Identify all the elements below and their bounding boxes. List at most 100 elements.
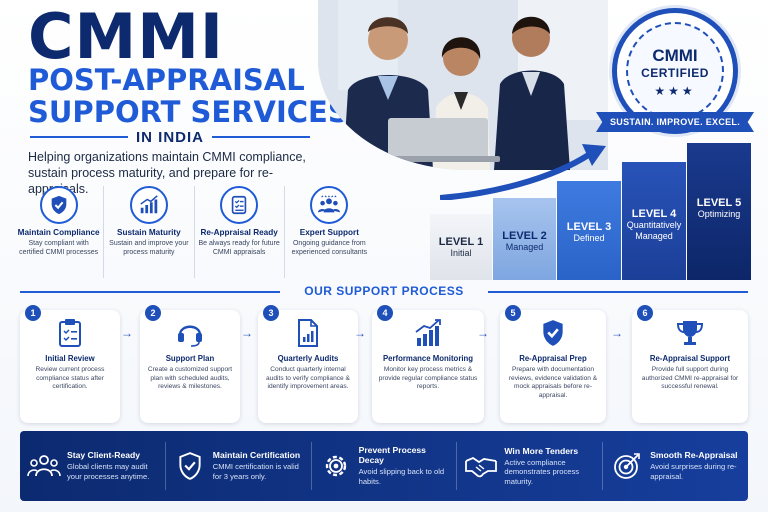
level-4-block: LEVEL 4 Quantitatively Managed (622, 162, 686, 280)
arrow-right-icon: → (354, 326, 366, 340)
gear-icon (318, 448, 354, 484)
checklist-icon (220, 186, 259, 224)
benefit-title: Stay Client-Ready (67, 450, 141, 461)
step-number: 6 (637, 305, 653, 321)
badge-title: CMMI (652, 46, 698, 65)
feature-title: Maintain Compliance (17, 228, 100, 237)
process-step-3: 3 Quarterly Audits Conduct quarterly int… (258, 305, 358, 423)
benefit-maintain-certification: Maintain Certification CMMI certificatio… (166, 442, 312, 490)
benefit-win-more-tenders: Win More Tenders Active compliance demon… (457, 442, 604, 490)
shield-check-icon (500, 316, 606, 350)
benefit-stay-client-ready: Stay Client-Ready Global clients may aud… (20, 442, 166, 490)
trophy-icon (632, 316, 748, 350)
step-desc: Monitor key process metrics & provide re… (378, 366, 478, 391)
process-step-6: 6 Re-Appraisal Support Provide full supp… (632, 305, 748, 423)
step-title: Re-Appraisal Support (649, 354, 731, 363)
step-desc: Review current process compliance status… (35, 366, 105, 391)
section-title: OUR SUPPORT PROCESS (304, 284, 464, 298)
headset-icon (140, 316, 240, 350)
arrow-right-icon: → (121, 326, 133, 340)
step-title: Support Plan (165, 354, 215, 363)
level-desc: Optimizing (697, 209, 741, 219)
page-subtitle-line2: SUPPORT SERVICES (28, 95, 349, 129)
process-step-5: 5 Re-Appraisal Prep Prepare with documen… (500, 305, 606, 423)
step-title: Initial Review (45, 354, 95, 363)
level-desc: Quantitatively Managed (626, 220, 682, 241)
benefit-desc: Global clients may audit your processes … (67, 462, 150, 481)
step-desc: Prepare with documentation reviews, evid… (508, 366, 598, 399)
level-name: LEVEL 4 (631, 208, 677, 220)
feature-title: Sustain Maturity (117, 228, 181, 237)
step-title: Quarterly Audits (277, 354, 339, 363)
feature-desc: Sustain and improve your process maturit… (109, 240, 189, 256)
level-5-block: LEVEL 5 Optimizing (687, 143, 751, 280)
level-desc: Defined (573, 233, 605, 243)
clipboard-icon (20, 316, 120, 350)
level-name: LEVEL 1 (438, 236, 484, 248)
step-number: 1 (25, 305, 41, 321)
benefit-title: Win More Tenders (504, 445, 579, 456)
shield-check-icon (39, 186, 78, 224)
process-step-1: 1 Initial Review Review current process … (20, 305, 120, 423)
step-desc: Create a customized support plan with sc… (147, 366, 233, 391)
level-2-block: LEVEL 2 Managed (493, 198, 556, 280)
benefit-title: Smooth Re-Appraisal (650, 450, 738, 461)
team-icon: ★★★★★ (310, 186, 349, 224)
document-chart-icon (258, 316, 358, 350)
process-step-4: 4 Performance Monitoring Monitor key pro… (372, 305, 484, 423)
page-title: CMMI (28, 0, 224, 73)
feature-desc: Ongoing guidance from experienced consul… (291, 240, 368, 256)
level-name: LEVEL 2 (502, 230, 547, 242)
step-title: Performance Monitoring (382, 354, 474, 363)
feature-maintain-compliance: Maintain Compliance Stay compliant with … (14, 186, 105, 278)
step-number: 4 (377, 305, 393, 321)
shield-icon (172, 448, 208, 484)
page-subtitle-line1: POST-APPRAISAL (28, 63, 305, 97)
step-desc: Conduct quarterly internal audits to ver… (266, 366, 350, 391)
feature-title: Re-Appraisal Ready (200, 228, 278, 237)
benefit-desc: Avoid surprises during re-appraisal. (650, 462, 737, 481)
benefit-desc: CMMI certification is valid for 3 years … (212, 462, 299, 481)
level-desc: Initial (450, 248, 472, 258)
divider-right (212, 136, 310, 138)
arrow-right-icon: → (611, 326, 623, 340)
level-name: LEVEL 5 (696, 197, 742, 209)
step-number: 2 (145, 305, 161, 321)
benefit-title: Maintain Certification (212, 450, 301, 461)
process-step-2: 2 Support Plan Create a customized suppo… (140, 305, 240, 423)
step-number: 3 (263, 305, 279, 321)
bar-growth-icon (372, 316, 484, 350)
feature-title: Expert Support (299, 228, 359, 237)
region-row: IN INDIA (30, 128, 310, 146)
growth-arrow-icon (440, 144, 606, 200)
benefit-smooth-reappraisal: Smooth Re-Appraisal Avoid surprises duri… (603, 442, 748, 490)
feature-expert-support: ★★★★★ Expert Support Ongoing guidance fr… (285, 186, 374, 278)
certified-badge-ring (626, 22, 724, 120)
target-icon (609, 448, 645, 484)
feature-sustain-maturity: Sustain Maturity Sustain and improve you… (104, 186, 195, 278)
level-3-block: LEVEL 3 Defined (557, 181, 621, 280)
arrow-right-icon: → (477, 326, 489, 340)
feature-desc: Stay compliant with certified CMMI proce… (19, 240, 99, 256)
region-label: IN INDIA (136, 128, 204, 146)
level-name: LEVEL 3 (566, 221, 612, 233)
benefit-desc: Active compliance demonstrates process m… (504, 457, 580, 486)
feature-row: Maintain Compliance Stay compliant with … (14, 186, 374, 278)
badge-stars: ★★★ (654, 84, 696, 98)
badge-subtitle: CERTIFIED (641, 66, 709, 80)
arrow-right-icon: → (241, 326, 253, 340)
step-title: Re-Appraisal Prep (519, 354, 587, 363)
svg-text:★★★★★: ★★★★★ (321, 195, 338, 199)
benefit-title: Prevent Process Decay (358, 445, 426, 466)
people-icon (26, 448, 62, 484)
section-divider-right (488, 291, 748, 293)
handshake-icon (463, 448, 499, 484)
level-desc: Managed (505, 242, 544, 252)
benefit-desc: Avoid slipping back to old habits. (358, 467, 445, 486)
step-number: 5 (505, 305, 521, 321)
feature-desc: Be always ready for future CMMI appraisa… (198, 240, 280, 256)
level-1-block: LEVEL 1 Initial (430, 214, 492, 280)
benefit-prevent-process-decay: Prevent Process Decay Avoid slipping bac… (312, 442, 458, 490)
badge-ribbon: SUSTAIN. IMPROVE. EXCEL. (596, 112, 754, 132)
divider-left (30, 136, 128, 138)
